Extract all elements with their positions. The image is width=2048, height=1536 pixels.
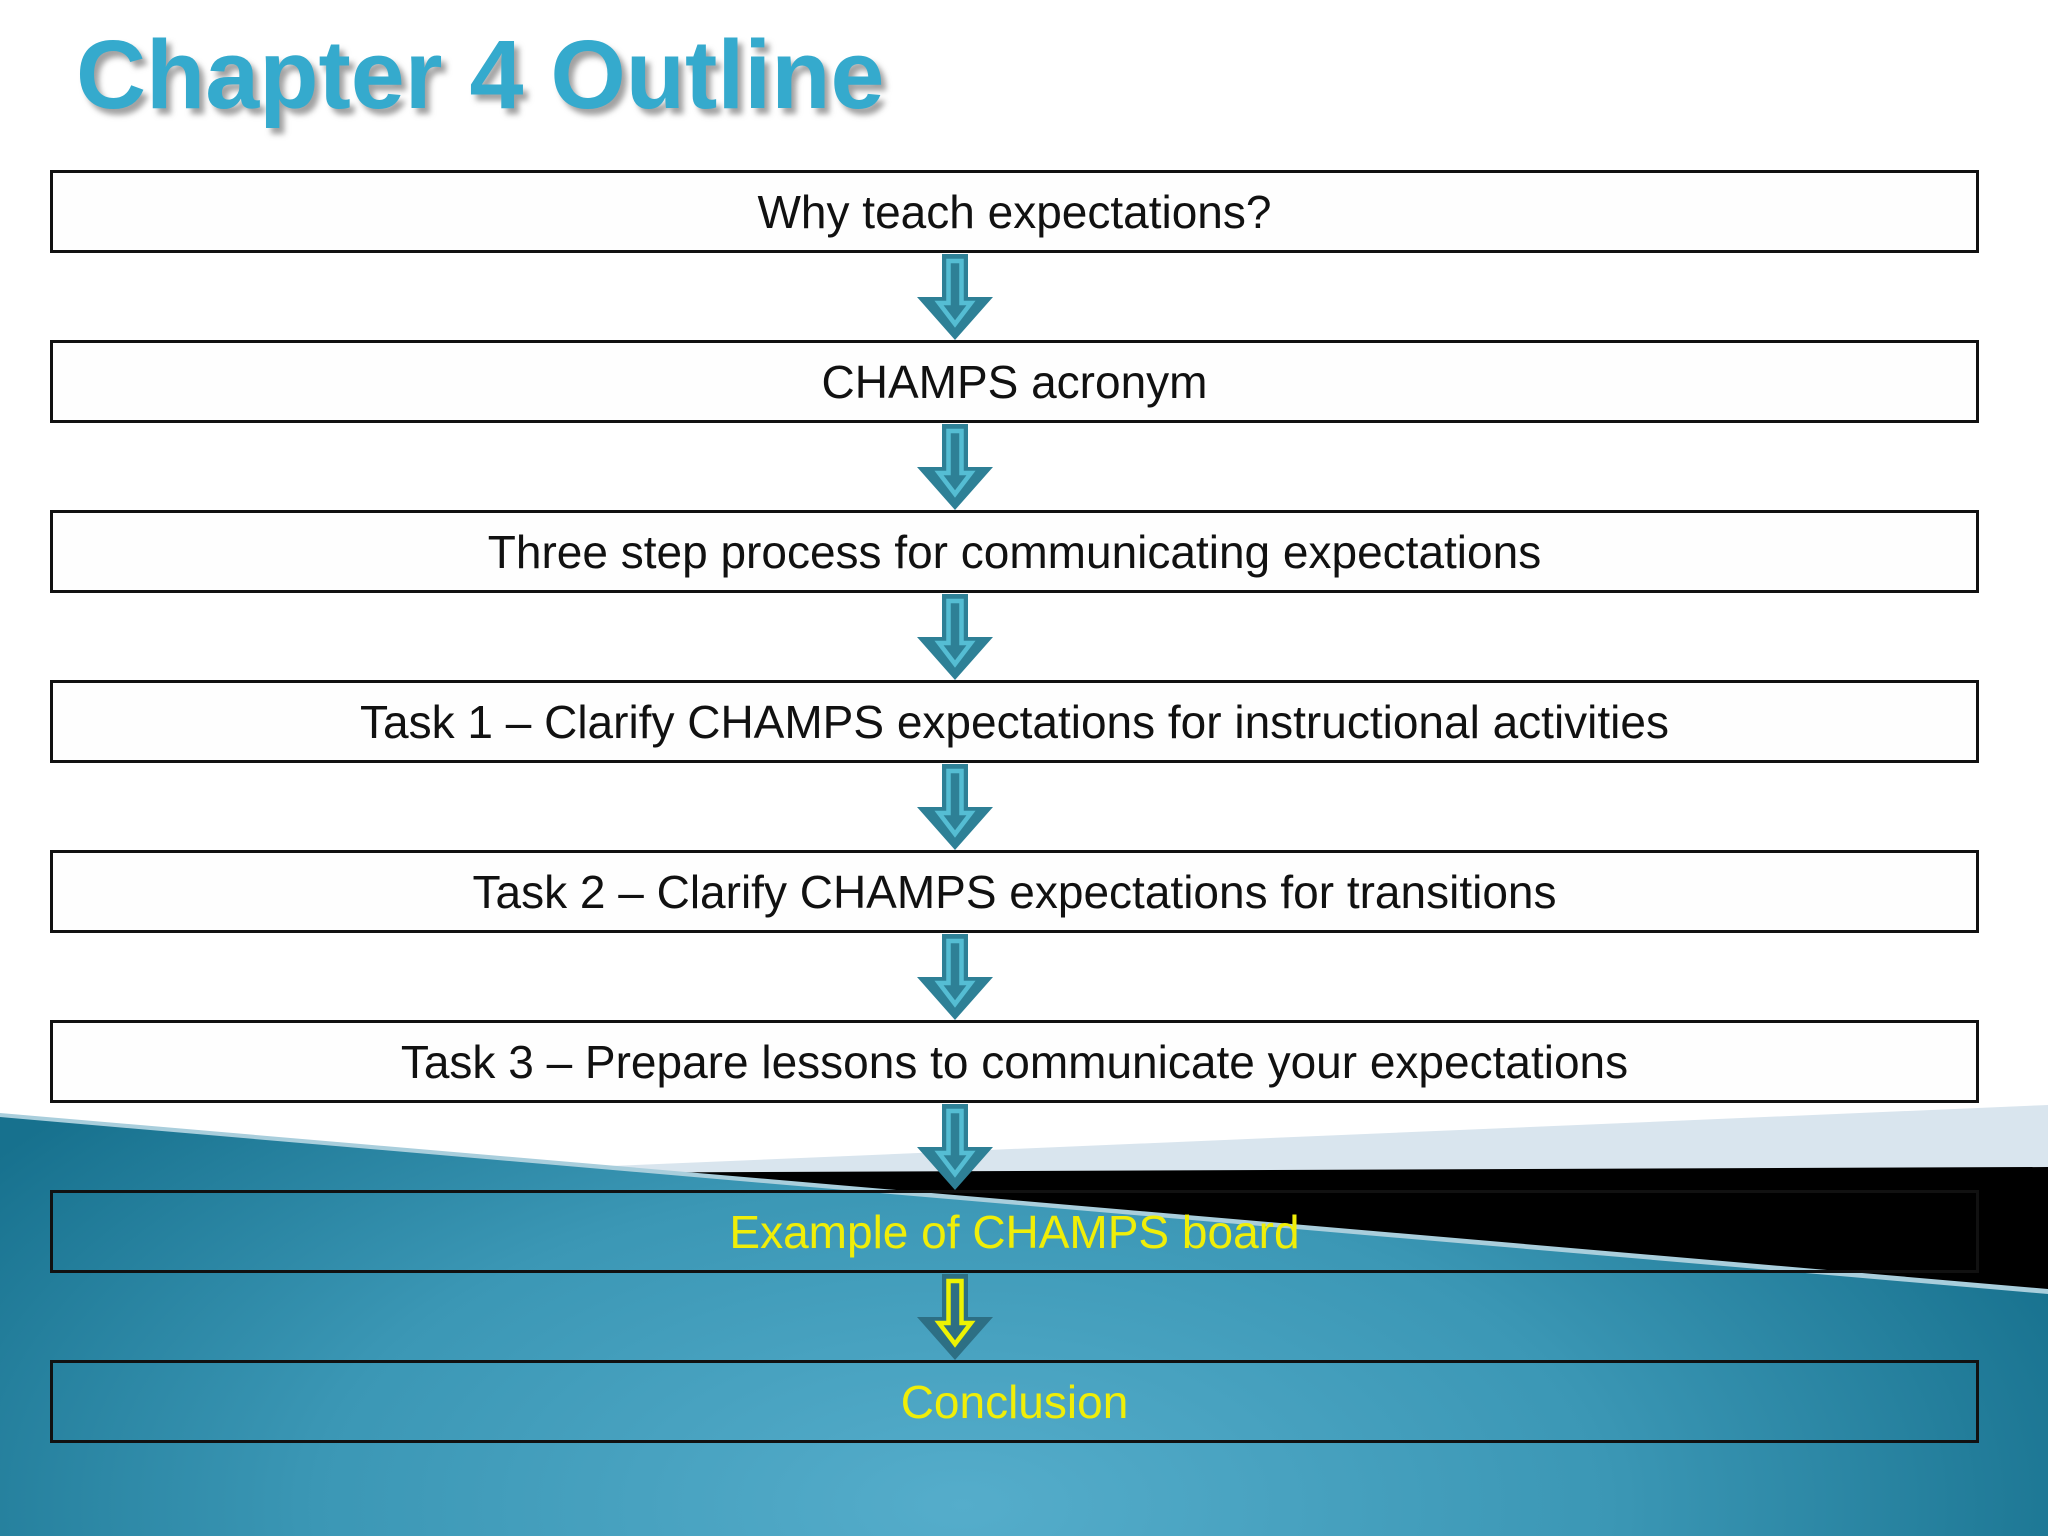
flow-box-label: Task 1 – Clarify CHAMPS expectations for… [360,695,1669,748]
flow-box: Task 1 – Clarify CHAMPS expectations for… [50,680,1979,763]
down-arrow-icon [915,594,995,680]
down-arrow-icon [915,1104,995,1190]
down-arrow-icon [915,424,995,510]
flow-box-label: Three step process for communicating exp… [487,525,1542,578]
down-arrow-icon [915,254,995,340]
flow-box: Task 3 – Prepare lessons to communicate … [50,1020,1979,1103]
flow-box: Conclusion [50,1360,1979,1443]
down-arrow-icon [915,764,995,850]
flow-box-label: Task 3 – Prepare lessons to communicate … [400,1035,1629,1088]
flow-box-label: Task 2 – Clarify CHAMPS expectations for… [472,865,1557,918]
flow-box: Why teach expectations? [50,170,1979,253]
flow-box-label: Example of CHAMPS board [729,1205,1300,1258]
flow-box-label: CHAMPS acronym [821,355,1208,408]
flow-box: Three step process for communicating exp… [50,510,1979,593]
slide-title: Chapter 4 Outline [76,20,885,129]
flow-box: Task 2 – Clarify CHAMPS expectations for… [50,850,1979,933]
down-arrow-icon [915,1274,995,1360]
down-arrow-icon [915,934,995,1020]
flow-box: Example of CHAMPS board [50,1190,1979,1273]
flow-box-label: Why teach expectations? [757,185,1272,238]
flow-box-label: Conclusion [900,1375,1129,1428]
flow-box: CHAMPS acronym [50,340,1979,423]
